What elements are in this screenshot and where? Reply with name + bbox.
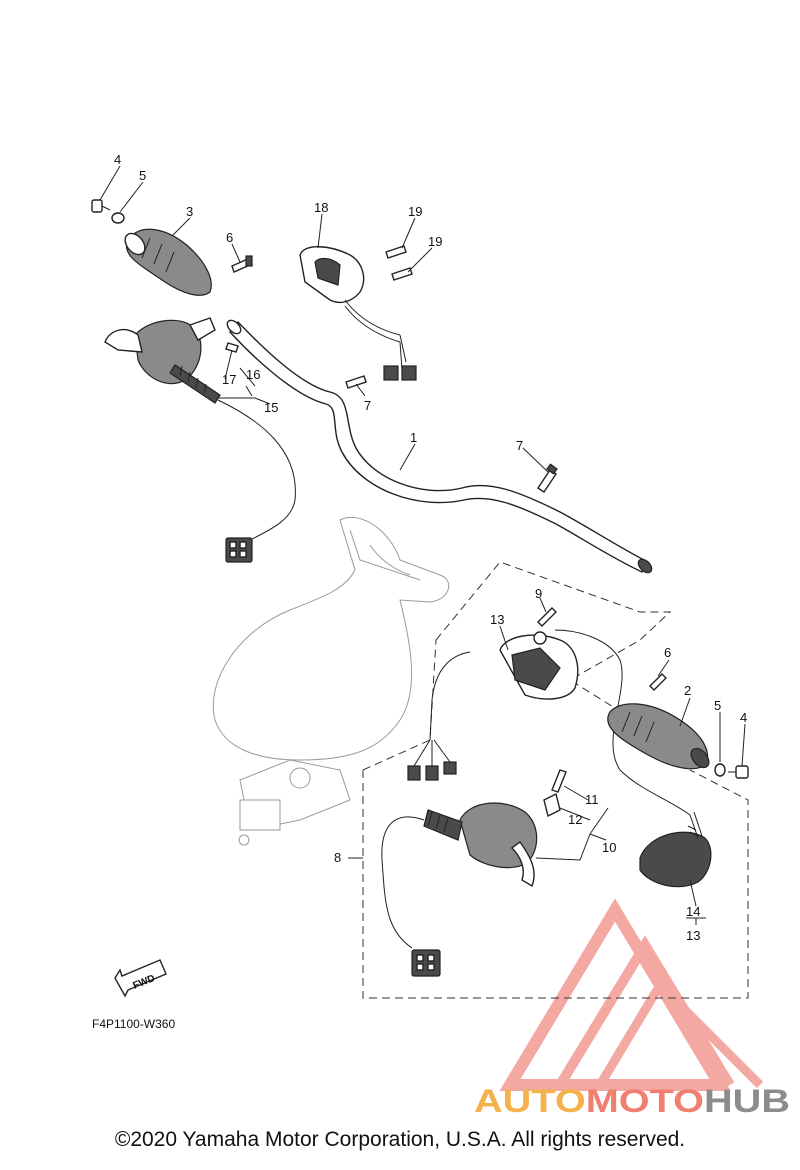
watermark-auto: AUTO bbox=[474, 1083, 586, 1119]
callout-15: 15 bbox=[264, 400, 278, 415]
steering-column-background bbox=[212, 516, 450, 846]
right-screw-6 bbox=[649, 673, 667, 691]
watermark-hub: HUB bbox=[704, 1083, 790, 1119]
right-end-bolt bbox=[714, 763, 749, 779]
left-grip bbox=[124, 228, 212, 296]
callout-12: 12 bbox=[568, 812, 582, 827]
lower-switch-screw bbox=[551, 769, 567, 793]
callout-4: 4 bbox=[740, 710, 747, 725]
left-screw bbox=[231, 255, 253, 273]
callout-14: 14 bbox=[686, 904, 700, 919]
throttle-housing bbox=[299, 245, 417, 381]
callout-13: 13 bbox=[490, 612, 504, 627]
right-screw-7 bbox=[537, 463, 558, 493]
diagram-code: F4P1100-W360 bbox=[92, 1017, 175, 1031]
callout-16: 16 bbox=[246, 367, 260, 382]
right-lower-switch bbox=[381, 792, 561, 977]
callout-10: 10 bbox=[602, 840, 616, 855]
middle-screw bbox=[345, 375, 367, 389]
assembly-outline-upper bbox=[435, 561, 691, 756]
callout-17: 17 bbox=[222, 372, 236, 387]
right-switch-upper bbox=[407, 629, 691, 816]
callout-3: 3 bbox=[186, 204, 193, 219]
watermark-moto: MOTO bbox=[586, 1083, 704, 1119]
callout-19: 19 bbox=[428, 234, 442, 249]
handlebar bbox=[226, 319, 653, 574]
copyright-notice: ©2020 Yamaha Motor Corporation, U.S.A. A… bbox=[114, 1128, 686, 1151]
callout-5: 5 bbox=[714, 698, 721, 713]
right-grip bbox=[607, 703, 710, 770]
switch-cover bbox=[639, 811, 712, 888]
callout-9: 9 bbox=[535, 586, 542, 601]
callout-13: 13 bbox=[686, 928, 700, 943]
callout-7: 7 bbox=[516, 438, 523, 453]
callout-2: 2 bbox=[684, 683, 691, 698]
callout-6: 6 bbox=[664, 645, 671, 660]
switch-screw bbox=[537, 607, 557, 627]
callout-labels: 1 2 3 4 4 5 5 6 6 7 7 8 9 10 11 12 13 13… bbox=[114, 152, 747, 943]
left-end-bolt bbox=[91, 199, 125, 224]
callout-11: 11 bbox=[585, 792, 599, 807]
leader-lines bbox=[99, 165, 746, 925]
callout-1: 1 bbox=[410, 430, 417, 445]
callout-7: 7 bbox=[364, 398, 371, 413]
callout-8: 8 bbox=[334, 850, 341, 865]
watermark-triangle-icon bbox=[499, 898, 764, 1091]
assembly-outline-lower bbox=[362, 769, 749, 999]
left-switch-assembly bbox=[104, 317, 296, 563]
callout-18: 18 bbox=[314, 200, 328, 215]
callout-4: 4 bbox=[114, 152, 121, 167]
fwd-arrow-icon: FWD bbox=[114, 959, 167, 998]
callout-6: 6 bbox=[226, 230, 233, 245]
callout-19: 19 bbox=[408, 204, 422, 219]
callout-5: 5 bbox=[139, 168, 146, 183]
